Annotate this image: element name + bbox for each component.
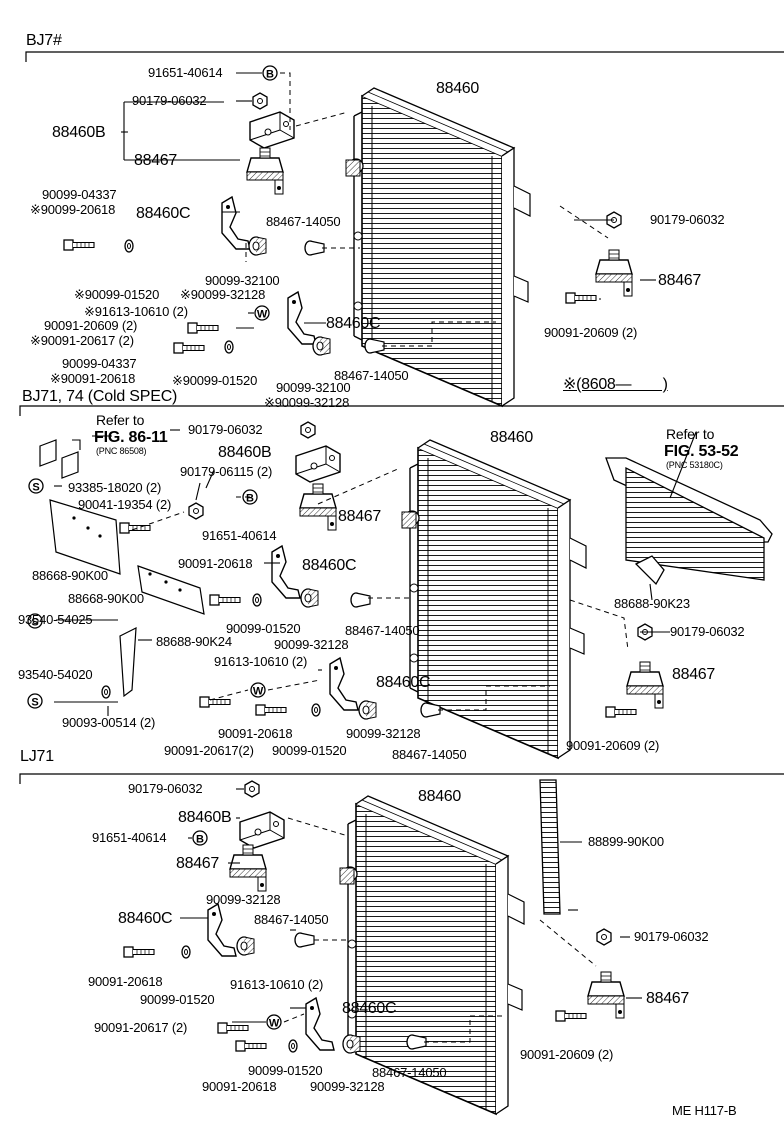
refer-fig-left[interactable]: FIG. 86-11 bbox=[94, 429, 168, 446]
period-note: ※(8608— ) bbox=[563, 376, 668, 393]
part-label[interactable]: 88688-90K23 bbox=[614, 596, 690, 611]
part-label[interactable]: 91613-10610 (2) bbox=[214, 654, 308, 669]
part-label[interactable]: 88467 bbox=[134, 152, 177, 169]
part-label[interactable]: 90099-32100 bbox=[205, 273, 280, 288]
refer-to-left: Refer to bbox=[96, 412, 145, 428]
part-label[interactable]: 88668-90K00 bbox=[68, 591, 144, 606]
part-label[interactable]: 88467 bbox=[338, 508, 381, 525]
part-label[interactable]: 88460C bbox=[118, 910, 173, 927]
part-label[interactable]: 90091-20617 (2) bbox=[94, 1020, 188, 1035]
part-label[interactable]: 88467-14050 bbox=[372, 1065, 447, 1080]
part-label[interactable]: 90091-20617(2) bbox=[164, 743, 254, 758]
part-label[interactable]: 90179-06032 bbox=[128, 781, 203, 796]
section-heading-bj71: BJ71, 74 (Cold SPEC) bbox=[22, 388, 178, 405]
part-label[interactable]: 93540-54025 bbox=[18, 612, 93, 627]
part-label[interactable]: ※90099-20618 bbox=[30, 202, 116, 217]
part-label[interactable]: 90099-01520 bbox=[248, 1063, 323, 1078]
part-label[interactable]: ※91613-10610 (2) bbox=[84, 304, 188, 319]
part-label[interactable]: 90179-06032 bbox=[670, 624, 745, 639]
part-label[interactable]: 88460C bbox=[376, 674, 431, 691]
part-label[interactable]: 88460C bbox=[136, 205, 191, 222]
part-label[interactable]: 88467 bbox=[176, 855, 219, 872]
part-label[interactable]: 90179-06032 bbox=[188, 422, 263, 437]
part-label[interactable]: 90099-32128 bbox=[206, 892, 281, 907]
part-label[interactable]: 88460B bbox=[218, 444, 272, 461]
part-label[interactable]: 90091-20609 (2) bbox=[520, 1047, 614, 1062]
part-label[interactable]: 91651-40614 bbox=[92, 830, 167, 845]
part-label[interactable]: 88467 bbox=[672, 666, 715, 683]
part-label[interactable]: 88460C bbox=[302, 557, 357, 574]
part-label[interactable]: 88460C bbox=[326, 315, 381, 332]
figure-code: ME H117-B bbox=[672, 1103, 737, 1118]
part-label[interactable]: 88460 bbox=[436, 80, 479, 97]
part-label[interactable]: 90099-32128 bbox=[274, 637, 349, 652]
part-label[interactable]: ※90091-20617 (2) bbox=[30, 333, 134, 348]
part-label[interactable]: 90099-04337 bbox=[42, 187, 117, 202]
part-label[interactable]: 88460 bbox=[490, 429, 533, 446]
part-label[interactable]: 88460B bbox=[178, 809, 232, 826]
part-label[interactable]: ※90099-01520 bbox=[172, 373, 258, 388]
part-label[interactable]: 88467 bbox=[658, 272, 701, 289]
refer-pnc-right: (PNC 53180C) bbox=[666, 460, 723, 470]
part-label[interactable]: 91613-10610 (2) bbox=[230, 977, 324, 992]
part-label[interactable]: 88899-90K00 bbox=[588, 834, 664, 849]
part-label[interactable]: ※90099-32128 bbox=[264, 395, 350, 410]
part-label[interactable]: 90099-01520 bbox=[272, 743, 347, 758]
part-label[interactable]: 90179-06115 (2) bbox=[180, 464, 273, 479]
part-label[interactable]: 90179-06032 bbox=[634, 929, 709, 944]
section-heading-bj7: BJ7# bbox=[26, 32, 62, 49]
part-label[interactable]: 91651-40614 bbox=[148, 65, 223, 80]
part-label[interactable]: 90091-20618 bbox=[178, 556, 253, 571]
part-label[interactable]: 88467-14050 bbox=[266, 214, 341, 229]
part-label[interactable]: 90099-04337 bbox=[62, 356, 137, 371]
part-label[interactable]: 88460C bbox=[342, 1000, 397, 1017]
part-label[interactable]: 90091-20609 (2) bbox=[566, 738, 660, 753]
part-label[interactable]: 90099-32100 bbox=[276, 380, 351, 395]
part-label[interactable]: 93540-54020 bbox=[18, 667, 93, 682]
part-label[interactable]: 90091-20609 (2) bbox=[544, 325, 638, 340]
part-label[interactable]: 90099-01520 bbox=[226, 621, 301, 636]
part-label[interactable]: 90091-20618 bbox=[218, 726, 293, 741]
part-label[interactable]: 88460 bbox=[418, 788, 461, 805]
part-label[interactable]: ※90091-20618 bbox=[50, 371, 136, 386]
part-label[interactable]: 88467-14050 bbox=[345, 623, 420, 638]
part-label[interactable]: 88467-14050 bbox=[334, 368, 409, 383]
refer-pnc-left: (PNC 86508) bbox=[96, 446, 147, 456]
part-label[interactable]: 88467-14050 bbox=[254, 912, 329, 927]
part-label[interactable]: 88467 bbox=[646, 990, 689, 1007]
part-label[interactable]: 90099-01520 bbox=[140, 992, 215, 1007]
part-label[interactable]: 90091-20609 (2) bbox=[44, 318, 138, 333]
part-label[interactable]: 90179-06032 bbox=[132, 93, 207, 108]
section-heading-lj71: LJ71 bbox=[20, 748, 54, 765]
part-label[interactable]: 90091-20618 bbox=[88, 974, 163, 989]
refer-to-right: Refer to bbox=[666, 426, 715, 442]
part-label[interactable]: 90091-20618 bbox=[202, 1079, 277, 1094]
part-label[interactable]: 91651-40614 bbox=[202, 528, 277, 543]
part-label[interactable]: 88460B bbox=[52, 124, 106, 141]
part-label[interactable]: 88688-90K24 bbox=[156, 634, 232, 649]
part-label[interactable]: ※90099-01520 bbox=[74, 287, 160, 302]
part-label[interactable]: 90041-19354 (2) bbox=[78, 497, 172, 512]
part-label[interactable]: ※90099-32128 bbox=[180, 287, 266, 302]
part-label[interactable]: 90179-06032 bbox=[650, 212, 725, 227]
part-label[interactable]: 88467-14050 bbox=[392, 747, 467, 762]
refer-fig-right[interactable]: FIG. 53-52 bbox=[664, 443, 739, 460]
part-label[interactable]: 90099-32128 bbox=[346, 726, 421, 741]
part-label[interactable]: 90099-32128 bbox=[310, 1079, 385, 1094]
part-label[interactable]: 90093-00514 (2) bbox=[62, 715, 156, 730]
part-label[interactable]: 93385-18020 (2) bbox=[68, 480, 162, 495]
part-label[interactable]: 88668-90K00 bbox=[32, 568, 108, 583]
